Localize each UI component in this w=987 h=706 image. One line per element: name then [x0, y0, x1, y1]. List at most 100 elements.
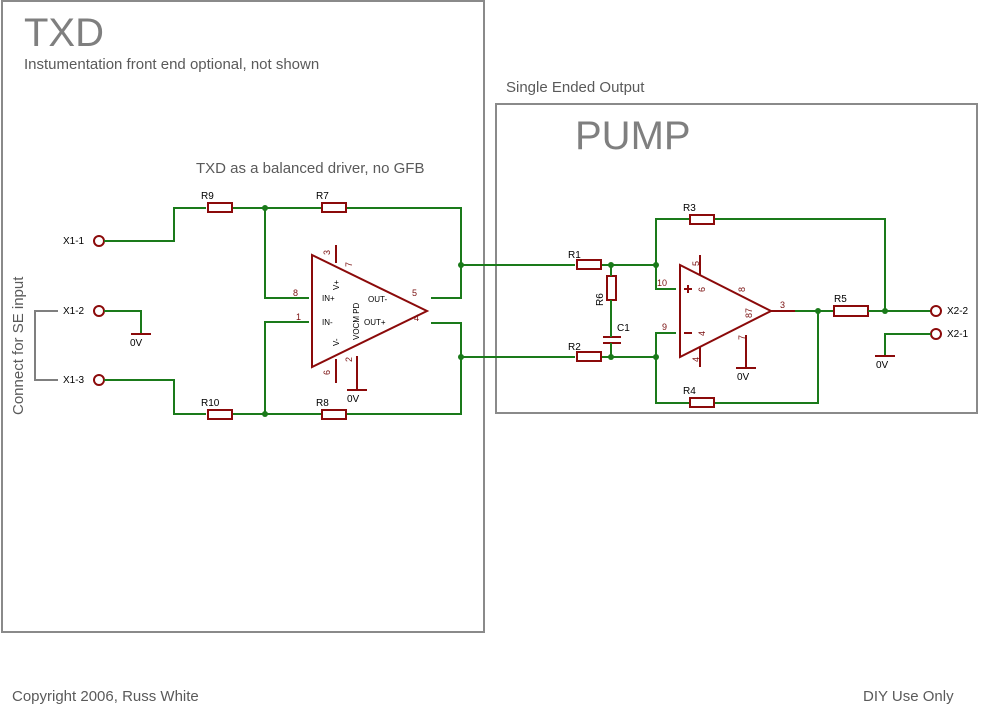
- driver-pin-7: 7: [344, 262, 354, 267]
- pump-title: PUMP: [575, 114, 691, 158]
- wire-x1-2-gnd: [104, 310, 142, 333]
- resistor-r2: R2: [568, 342, 602, 362]
- resistor-r9: R9: [201, 191, 233, 213]
- se-jumper-line: [34, 310, 58, 381]
- wire-x1-3-r10: [104, 379, 206, 415]
- diy-use-text: DIY Use Only: [863, 688, 954, 705]
- connector-x1-2: X1-2: [63, 305, 105, 317]
- wire-node-r4: [655, 357, 690, 404]
- connector-x1-2-label: X1-2: [63, 306, 85, 317]
- txd-frame: [1, 0, 485, 633]
- resistor-r5-label: R5: [834, 294, 847, 305]
- resistor-r6: R6: [595, 275, 617, 306]
- resistor-r1-label: R1: [568, 250, 581, 261]
- resistor-r7-label: R7: [316, 191, 329, 202]
- resistor-r2-label: R2: [568, 342, 581, 353]
- wire-node-r3: [655, 218, 690, 265]
- driver-pin-out-plus: OUT+: [364, 318, 386, 327]
- copyright-text: Copyright 2006, Russ White: [12, 688, 199, 705]
- txd-title: TXD: [24, 11, 104, 55]
- wire-r8-out-plus: [347, 322, 462, 415]
- resistor-r3-label: R3: [683, 203, 696, 214]
- wire-r7-out-minus: [347, 207, 462, 299]
- junction-dot: [608, 262, 614, 268]
- connector-x2-2-pad: [930, 305, 942, 317]
- opamp-pin-3: 3: [780, 300, 785, 310]
- driver-pin-in-plus: IN+: [322, 294, 335, 303]
- wire-node-in-plus: [264, 208, 309, 299]
- connector-x2-1-pad: [930, 328, 942, 340]
- opamp-pin-10: 10: [657, 278, 667, 288]
- junction-dot: [608, 354, 614, 360]
- resistor-r10-label: R10: [201, 398, 220, 409]
- driver-pin-4: 4: [414, 313, 419, 323]
- wire-node-in-10: [655, 265, 676, 290]
- ground-label: 0V: [347, 394, 360, 405]
- opamp-inner-4: 4: [697, 331, 707, 336]
- resistor-r4-label: R4: [683, 386, 696, 397]
- resistor-r6-label: R6: [595, 293, 606, 306]
- junction-dot: [262, 205, 268, 211]
- junction-dot: [458, 354, 464, 360]
- wire-node-in-9: [655, 332, 676, 357]
- connector-x2-1-label: X2-1: [947, 329, 969, 340]
- opamp-pin-87: 87: [744, 308, 754, 318]
- driver-pin-2: 2: [344, 357, 354, 362]
- txd-subtitle: Instumentation front end optional, not s…: [24, 56, 319, 73]
- resistor-r8: R8: [316, 398, 347, 420]
- driver-pin-5: 5: [412, 288, 417, 298]
- ground-label: 0V: [876, 360, 889, 371]
- resistor-r4: R4: [683, 386, 715, 408]
- single-ended-caption: Single Ended Output: [506, 79, 645, 96]
- driver-pin-8: 8: [293, 288, 298, 298]
- ground-label: 0V: [737, 372, 750, 383]
- driver-pin-vocm-pd: VOCM PD: [352, 302, 361, 340]
- wire-x1-1-r9: [104, 207, 206, 242]
- opamp-pin-8: 8: [737, 287, 747, 292]
- driver-pin-v-minus: V-: [332, 338, 341, 346]
- wire-r4-out: [715, 311, 819, 404]
- driver-pin-3: 3: [322, 250, 332, 255]
- resistor-r3: R3: [683, 203, 715, 225]
- opamp-inner-6: 6: [697, 287, 707, 292]
- driver-pin-1: 1: [296, 312, 301, 322]
- resistor-r8-label: R8: [316, 398, 329, 409]
- junction-dot: [262, 411, 268, 417]
- junction-dot: [458, 262, 464, 268]
- resistor-r7: R7: [316, 191, 347, 213]
- junction-dot: [815, 308, 821, 314]
- connector-x1-3-pad: [93, 374, 105, 386]
- connector-x1-3: X1-3: [63, 374, 105, 386]
- driver-pin-out-minus: OUT-: [368, 295, 387, 304]
- driver-pin-v-plus: V+: [332, 280, 341, 290]
- capacitor-c1-label: C1: [617, 323, 630, 334]
- driver-ic: IN+ IN- OUT- OUT+ V+ V- VOCM PD 8 1 5 4 …: [293, 245, 430, 405]
- junction-dot: [653, 354, 659, 360]
- resistor-r5: R5: [833, 294, 869, 317]
- junction-dot: [882, 308, 888, 314]
- junction-dot: [653, 262, 659, 268]
- resistor-r10: R10: [201, 398, 233, 420]
- ground-symbol: 0V: [130, 333, 151, 349]
- driver-pin-in-minus: IN-: [322, 318, 333, 327]
- capacitor-c1: C1: [603, 323, 630, 344]
- connector-x2-1: X2-1: [930, 328, 969, 340]
- driver-pin-6: 6: [322, 370, 332, 375]
- connector-x1-3-label: X1-3: [63, 375, 85, 386]
- connector-x1-1-pad: [93, 235, 105, 247]
- connector-x1-1-label: X1-1: [63, 236, 85, 247]
- pump-frame: [495, 103, 978, 414]
- connector-x2-2-label: X2-2: [947, 306, 969, 317]
- wire-x2-1-gnd: [884, 333, 931, 356]
- opamp-pin-9: 9: [662, 322, 667, 332]
- ground-symbol: 0V: [875, 355, 895, 371]
- driver-caption: TXD as a balanced driver, no GFB: [196, 160, 424, 177]
- connector-x1-1: X1-1: [63, 235, 105, 247]
- connector-x1-2-pad: [93, 305, 105, 317]
- resistor-r1: R1: [568, 250, 602, 270]
- opamp-pin-7: 7: [737, 335, 747, 340]
- opamp-pin-5: 5: [691, 261, 701, 266]
- connector-x2-2: X2-2: [930, 305, 969, 317]
